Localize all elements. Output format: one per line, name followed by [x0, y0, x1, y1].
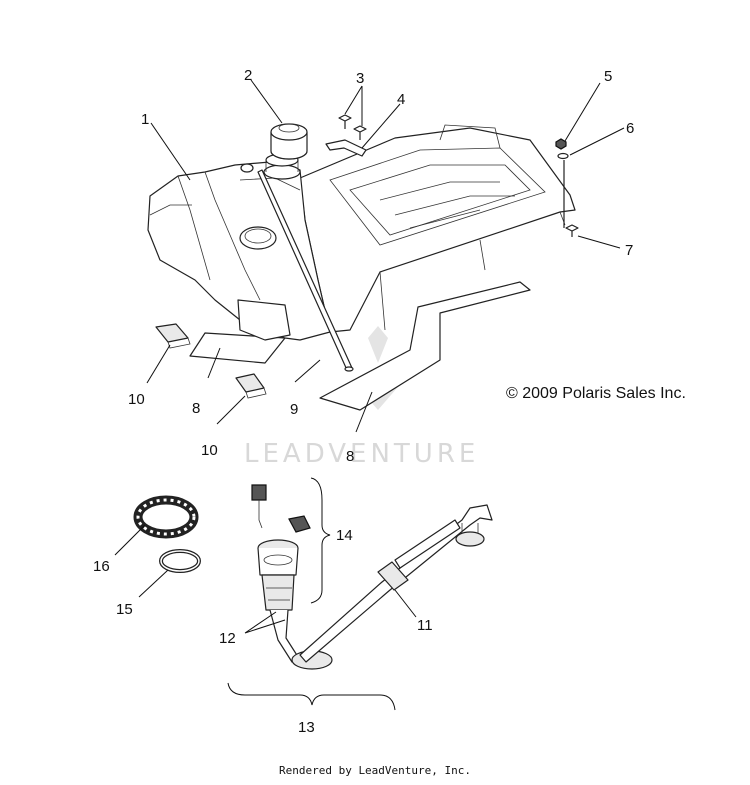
callout-7: 7 [625, 242, 633, 259]
leader-lines [114, 79, 625, 634]
callout-16: 16 [93, 558, 110, 575]
callout-3: 3 [356, 70, 364, 87]
fuel-cap [270, 123, 308, 160]
callout-8-right: 8 [346, 448, 354, 465]
nut [555, 138, 567, 150]
washer [557, 152, 569, 160]
callout-8-left: 8 [192, 400, 200, 417]
callout-9: 9 [290, 401, 298, 418]
callout-2: 2 [244, 67, 252, 84]
gasket [159, 549, 201, 573]
callout-labels: 1 2 3 4 5 6 7 8 8 9 10 10 11 12 13 14 15… [93, 67, 634, 736]
callout-5: 5 [604, 68, 612, 85]
group-bracket-14 [310, 477, 331, 604]
mounting-bracket [325, 139, 367, 157]
callout-14: 14 [336, 527, 353, 544]
tank-pad-right [319, 281, 531, 411]
callout-6: 6 [626, 120, 634, 137]
fuel-tank [147, 124, 576, 341]
callout-11: 11 [417, 617, 433, 634]
bumper-pad-lower [235, 373, 267, 399]
callout-1: 1 [141, 111, 149, 128]
fuel-line [299, 504, 493, 663]
copyright-notice: © 2009 Polaris Sales Inc. [506, 385, 686, 402]
bumper-pad-upper [155, 323, 191, 349]
bolt [563, 160, 579, 237]
render-credit: Rendered by LeadVenture, Inc. [278, 764, 472, 777]
callout-15: 15 [116, 601, 133, 618]
callout-10-lower: 10 [201, 442, 218, 459]
vent-tube [257, 169, 354, 372]
callout-12: 12 [219, 630, 236, 647]
group-bracket-13 [227, 682, 396, 711]
screws-pair [338, 114, 367, 140]
callout-4: 4 [397, 91, 405, 108]
watermark-text: LEADVENTURE [244, 439, 479, 469]
callout-13: 13 [298, 719, 315, 736]
lock-ring [133, 495, 199, 539]
callout-10-upper: 10 [128, 391, 145, 408]
